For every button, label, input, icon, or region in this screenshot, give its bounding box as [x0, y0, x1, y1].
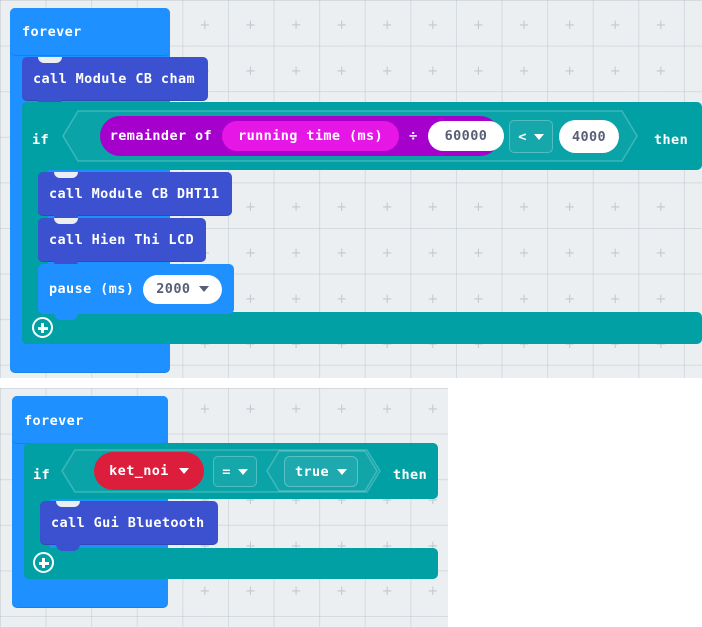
if-label-1: if	[32, 132, 50, 148]
if-then-block-1-foot	[22, 312, 702, 344]
comparison-value-input[interactable]: 4000	[559, 120, 619, 153]
comparison-operator-dropdown[interactable]: <	[509, 120, 553, 153]
pause-block[interactable]: pause (ms) 2000	[38, 264, 234, 320]
chevron-down-icon	[199, 286, 210, 292]
then-label-2: then	[393, 467, 428, 483]
pause-duration-dropdown[interactable]: 2000	[143, 274, 223, 304]
remainder-of-block[interactable]: remainder of running time (ms) ÷ 60000	[100, 116, 505, 156]
equality-operator-dropdown[interactable]: =	[213, 456, 257, 487]
then-label-1: then	[654, 132, 689, 148]
forever-label-1: forever	[22, 24, 82, 40]
boolean-value-dropdown[interactable]: true	[284, 456, 358, 487]
chevron-down-icon	[237, 468, 248, 475]
forever-label-2: forever	[24, 413, 84, 429]
plus-icon-v	[42, 558, 45, 569]
add-else-button-2[interactable]	[33, 552, 54, 573]
plus-icon-v	[41, 323, 44, 334]
divisor-input[interactable]: 60000	[427, 121, 505, 151]
running-time-ms-block[interactable]: running time (ms)	[222, 121, 400, 151]
if-label-2: if	[33, 467, 51, 483]
chevron-down-icon	[178, 468, 189, 474]
call-block-module-cb-dht11[interactable]: call Module CB DHT11	[38, 172, 232, 222]
if-then-block-2-foot	[24, 548, 438, 579]
chevron-down-icon	[337, 468, 348, 475]
divide-symbol: ÷	[409, 128, 418, 144]
variable-ket-noi[interactable]: ket_noi	[94, 452, 204, 490]
forever-block-1-arm	[10, 8, 170, 56]
chevron-down-icon	[533, 133, 544, 140]
add-else-button-1[interactable]	[32, 317, 53, 338]
forever-block-2-arm	[12, 396, 168, 444]
call-block-module-cb-cham[interactable]: call Module CB cham	[22, 57, 208, 107]
if-then-block-2[interactable]	[24, 443, 438, 499]
call-block-gui-bluetooth[interactable]: call Gui Bluetooth	[40, 501, 218, 551]
call-block-hien-thi-lcd[interactable]: call Hien Thi LCD	[38, 218, 206, 268]
